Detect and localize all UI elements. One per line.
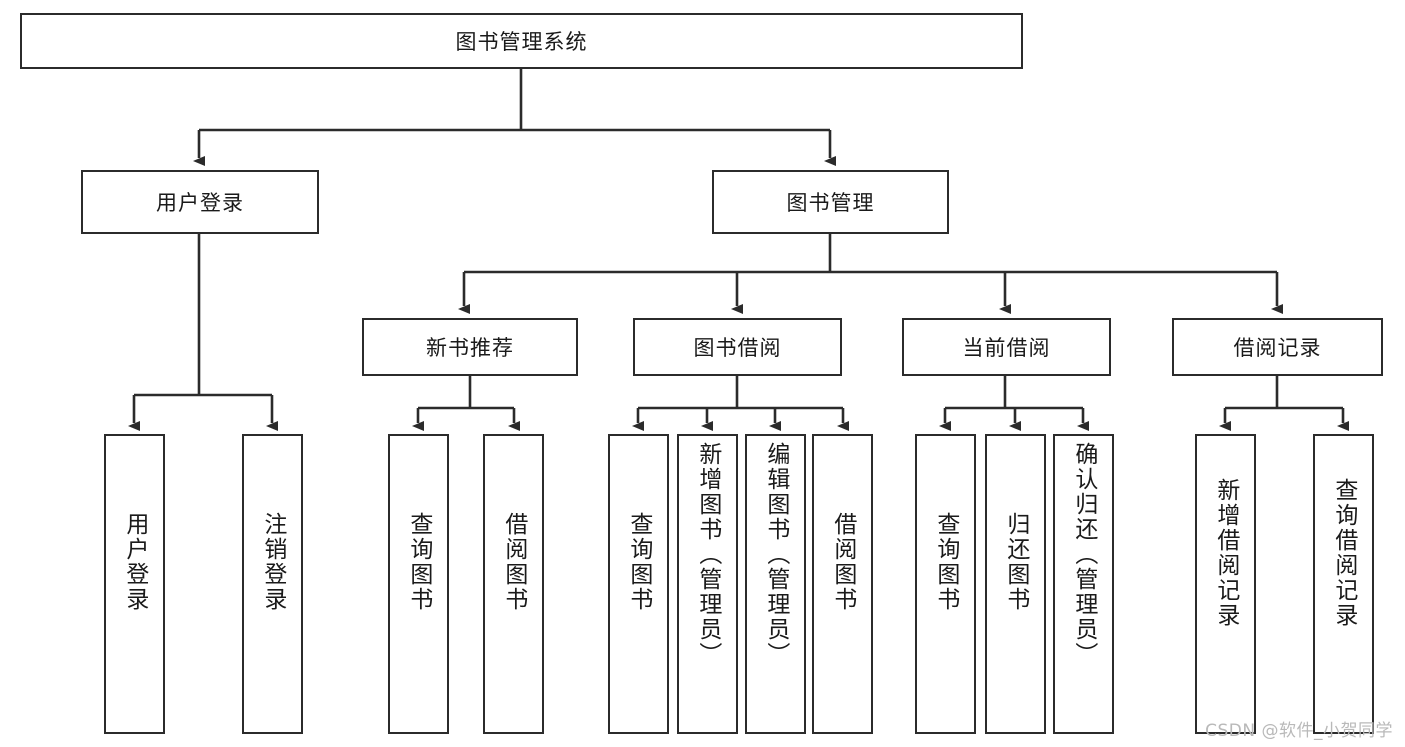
node-leaf-add-book-label: 新增图书（管理员）: [694, 442, 721, 667]
node-leaf-borrow-book-1[interactable]: 借阅图书: [483, 434, 544, 734]
node-leaf-borrow-book-1-label: 借阅图书: [500, 512, 527, 612]
node-leaf-query-book-1-label: 查询图书: [405, 512, 432, 612]
node-user-login[interactable]: 用户登录: [81, 170, 319, 234]
node-leaf-query-book-2-label: 查询图书: [625, 512, 652, 612]
node-leaf-confirm-return[interactable]: 确认归还（管理员）: [1053, 434, 1114, 734]
node-book-borrow-label: 图书借阅: [693, 336, 782, 360]
node-user-login-label: 用户登录: [156, 191, 244, 215]
node-root[interactable]: 图书管理系统: [20, 13, 1023, 69]
node-leaf-query-book-3[interactable]: 查询图书: [915, 434, 976, 734]
node-leaf-add-record[interactable]: 新增借阅记录: [1195, 434, 1256, 734]
node-book-management[interactable]: 图书管理: [712, 170, 949, 234]
node-leaf-user-login[interactable]: 用户登录: [104, 434, 165, 734]
node-leaf-query-record-label: 查询借阅记录: [1330, 478, 1357, 628]
watermark: CSDN @软件_小贺同学: [1205, 721, 1393, 741]
node-leaf-return-book-label: 归还图书: [1002, 512, 1029, 612]
node-leaf-user-logout[interactable]: 注销登录: [242, 434, 303, 734]
node-new-book-recommend-label: 新书推荐: [426, 336, 514, 360]
node-leaf-borrow-book-2[interactable]: 借阅图书: [812, 434, 873, 734]
node-book-management-label: 图书管理: [786, 191, 875, 215]
node-current-borrow-label: 当前借阅: [962, 336, 1051, 360]
node-current-borrow[interactable]: 当前借阅: [902, 318, 1111, 376]
node-leaf-query-book-1[interactable]: 查询图书: [388, 434, 449, 734]
node-leaf-edit-book[interactable]: 编辑图书（管理员）: [745, 434, 806, 734]
node-leaf-query-book-3-label: 查询图书: [932, 512, 959, 612]
node-book-borrow[interactable]: 图书借阅: [633, 318, 842, 376]
node-leaf-add-book[interactable]: 新增图书（管理员）: [677, 434, 738, 734]
node-leaf-return-book[interactable]: 归还图书: [985, 434, 1046, 734]
node-leaf-borrow-book-2-label: 借阅图书: [829, 512, 856, 612]
node-borrow-record-label: 借阅记录: [1233, 336, 1322, 360]
node-leaf-confirm-return-label: 确认归还（管理员）: [1070, 442, 1097, 667]
node-leaf-user-logout-label: 注销登录: [259, 512, 286, 612]
node-leaf-user-login-label: 用户登录: [121, 512, 148, 612]
node-leaf-query-record[interactable]: 查询借阅记录: [1313, 434, 1374, 734]
node-new-book-recommend[interactable]: 新书推荐: [362, 318, 578, 376]
node-leaf-edit-book-label: 编辑图书（管理员）: [762, 442, 789, 667]
node-root-label: 图书管理系统: [455, 30, 588, 54]
node-leaf-query-book-2[interactable]: 查询图书: [608, 434, 669, 734]
node-borrow-record[interactable]: 借阅记录: [1172, 318, 1383, 376]
node-leaf-add-record-label: 新增借阅记录: [1212, 478, 1239, 628]
